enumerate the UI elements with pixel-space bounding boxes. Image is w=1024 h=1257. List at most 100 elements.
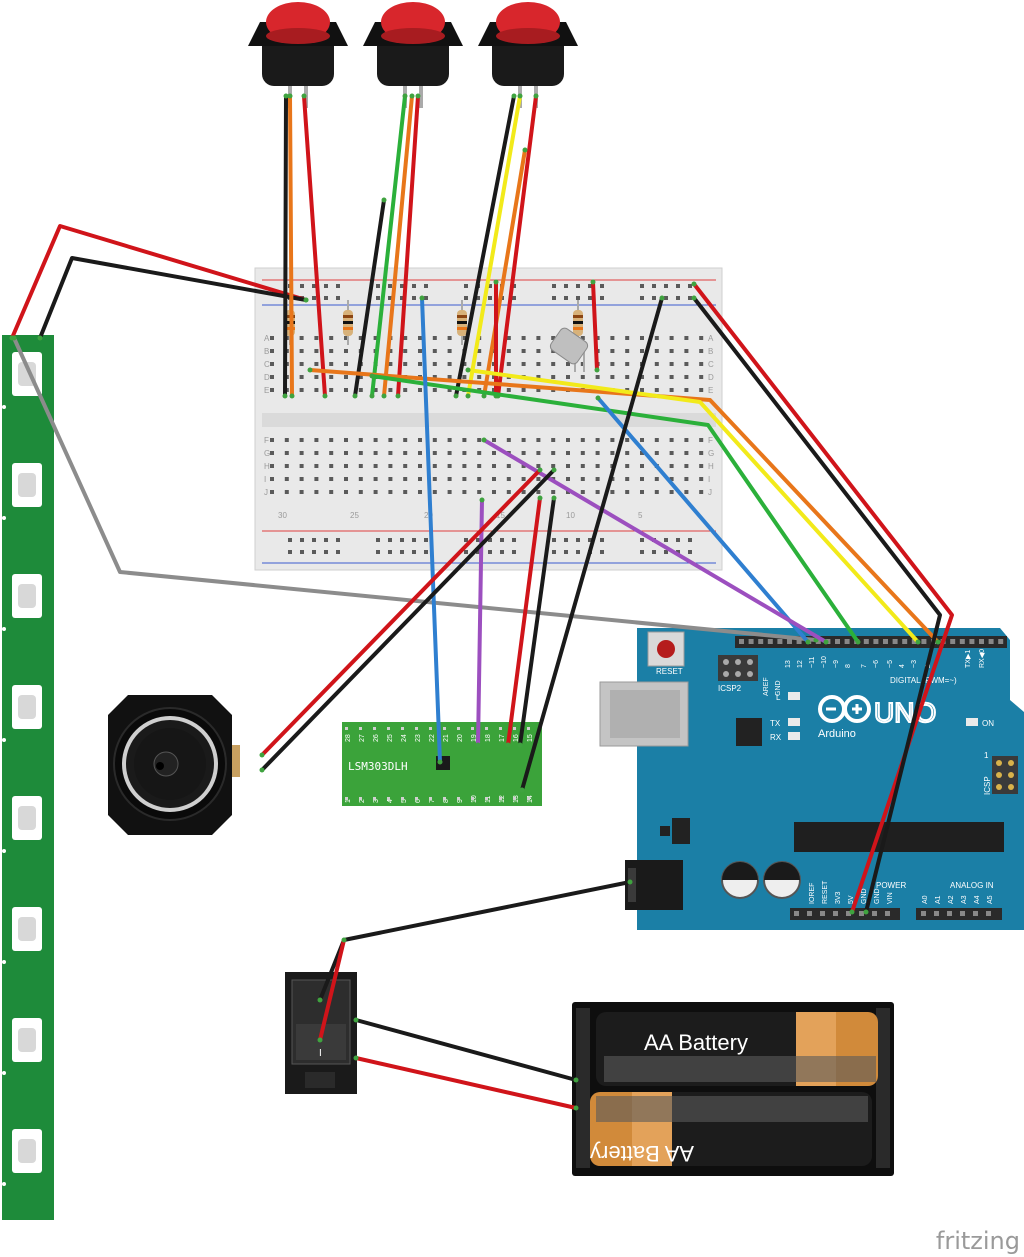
wire-green [370, 374, 860, 644]
wire-purple [482, 438, 828, 644]
wire-black [454, 94, 516, 398]
column-number: 30 [278, 511, 287, 520]
wire-black [692, 296, 942, 914]
wire-orange [308, 368, 940, 644]
icsp-label: ICSP [983, 776, 992, 795]
wire-red [396, 94, 420, 398]
wire-orange [382, 94, 414, 398]
digital-pin-label: 13 [785, 660, 792, 668]
push-button-1[interactable] [248, 2, 348, 108]
analog-pin-label: A2 [948, 895, 955, 904]
row-letter: G [708, 449, 714, 458]
arduino-name: Arduino [818, 728, 856, 740]
arduino-logo [818, 695, 871, 723]
wire-blue [596, 396, 810, 644]
sensor-pin-label: 10 [471, 795, 478, 803]
sensor-pin-label: 12 [499, 795, 506, 803]
led-strip [2, 335, 54, 1220]
resistor-2 [343, 300, 353, 345]
column-number: 5 [638, 511, 643, 520]
sensor-name: LSM303DLH [348, 760, 408, 773]
regulator [672, 818, 690, 844]
power-header [790, 908, 900, 920]
power-pin-label: RESET [822, 880, 829, 904]
push-button-2[interactable] [363, 2, 463, 108]
wire-black [38, 256, 308, 340]
sensor-pin-label: 24 [401, 734, 408, 742]
row-letter: A [264, 334, 270, 343]
wire-black [518, 496, 556, 747]
row-letter: B [708, 347, 713, 356]
wire-red [692, 282, 954, 914]
digital-pin-label: 12 [797, 660, 804, 668]
digital-pin-label: ~3 [911, 660, 918, 668]
sensor-pin-label: 2 [359, 799, 366, 803]
wire-black [520, 296, 664, 792]
icsp-one-label: 1 [984, 751, 989, 760]
icsp-header [992, 756, 1018, 794]
column-number: 10 [566, 511, 575, 520]
sensor-pin-label: 21 [443, 734, 450, 742]
wire-orange [288, 94, 294, 398]
aref-label: AREF [763, 677, 770, 696]
row-letter: E [708, 386, 713, 395]
analog-pin-label: A4 [974, 895, 981, 904]
wire-red [318, 938, 346, 1042]
fritzing-watermark: fritzing [935, 1227, 1020, 1255]
analog-pin-label: A1 [935, 895, 942, 904]
sensor-pin-label: 3 [373, 799, 380, 803]
power-pin-label: 5V [848, 895, 855, 904]
digital-pin-label: 4 [899, 664, 906, 668]
battery-top-label: AA Battery [644, 1030, 748, 1055]
wire-gray [12, 336, 818, 642]
uno-logo-text: UNO [874, 697, 936, 728]
wire-black [283, 94, 288, 398]
column-number: 25 [350, 511, 359, 520]
digital-pin-label: ~6 [873, 660, 880, 668]
sensor-pin-label: 16 [513, 734, 520, 742]
push-button-3[interactable] [478, 2, 578, 108]
led-tx-label: TX [770, 719, 781, 728]
row-letter: G [264, 449, 270, 458]
row-letter: H [264, 462, 270, 471]
led-l-label: L [776, 693, 781, 702]
power-pin-label: 3V3 [835, 891, 842, 904]
microcontroller-chip [794, 822, 1004, 852]
sensor-pin-label: 11 [485, 796, 492, 803]
gnd-label: GND [775, 680, 782, 696]
digital-pin-label: TX▶1 [965, 650, 972, 668]
led-l [788, 692, 800, 700]
row-letter: F [264, 436, 269, 445]
sensor-pin-label: 7 [429, 799, 436, 803]
switch-on-mark: I [319, 1048, 322, 1059]
sensor-pin-label: 9 [457, 799, 464, 803]
sensor-pin-label: 4 [387, 799, 394, 803]
row-letter: E [264, 386, 269, 395]
wire-black [260, 468, 556, 772]
power-pin-label: VIN [887, 892, 894, 904]
sensor-pin-label: 18 [485, 734, 492, 742]
row-letter: B [264, 347, 269, 356]
sensor-pin-label: 13 [513, 795, 520, 803]
wire-black [318, 880, 632, 1002]
analog-pin-label: A3 [961, 895, 968, 904]
digital-pin-label: RX◀0 [979, 649, 986, 668]
row-letter: A [708, 334, 714, 343]
resistor-3 [457, 300, 467, 345]
wire-black [353, 198, 386, 398]
power-pin-label: GND [874, 888, 881, 904]
sensor-pin-label: 27 [359, 734, 366, 742]
small-chip [736, 718, 762, 746]
reset-label: RESET [656, 667, 683, 676]
sensor-pin-label: 19 [471, 734, 478, 742]
digital-pin-label: 7 [861, 664, 868, 668]
wire-red [354, 1056, 578, 1110]
wire-yellow [466, 94, 522, 398]
sensor-pin-label: 8 [443, 799, 450, 803]
battery-bottom-label: AA Battery [590, 1141, 694, 1166]
icsp2-label: ICSP2 [718, 684, 742, 693]
sensor-pin-label: 28 [345, 734, 352, 742]
wire-orange [482, 148, 527, 398]
